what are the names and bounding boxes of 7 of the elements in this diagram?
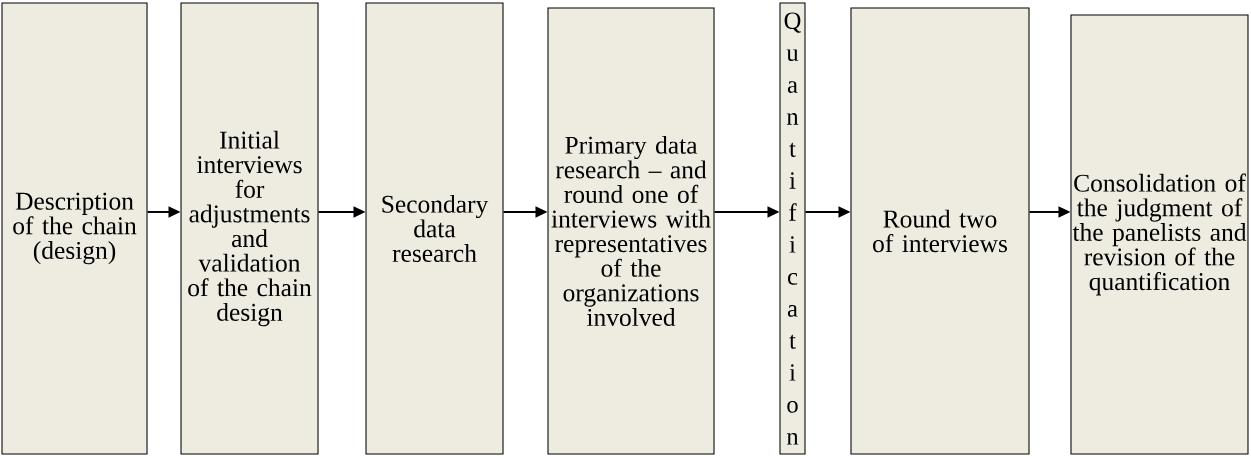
process-box: Round two of interviews [850,7,1030,455]
process-box: Description of the chain (design) [1,2,148,455]
process-box: Quantification [779,2,806,455]
process-box: Consolidation of the judgment of the panelists and revision of the quantification [1070,14,1249,455]
process-box: Secondary data research [365,2,504,455]
process-box: Primary data research – and round one of interviews with representatives of the organizations involved [547,7,715,455]
process-box: Initial interviews for adjustments and validation of the chain design [180,2,319,455]
